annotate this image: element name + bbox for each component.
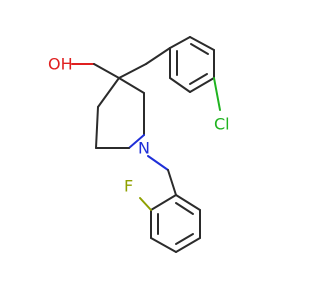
- bond-c3-c2: [118, 77, 145, 94]
- bond-ch2-c3: [93, 63, 120, 79]
- benzene-bond: [169, 36, 191, 49]
- benzene-bond: [175, 237, 201, 253]
- bond-ch2-ring: [145, 47, 171, 65]
- hydroxymethyl-group: [71, 63, 120, 79]
- bond-c4-c3: [97, 77, 120, 108]
- benzene-inner-bond: [189, 73, 208, 85]
- bond-n-c6: [128, 134, 145, 149]
- benzene-inner-bond: [190, 43, 209, 55]
- chlorobenzyl-group: [118, 36, 221, 111]
- fluorobenzyl-group: [139, 155, 201, 253]
- bond-c5-c4: [95, 106, 99, 149]
- benzene-bond: [189, 77, 215, 93]
- bond-n-ch2: [147, 155, 169, 171]
- fluorine-label: F: [124, 177, 133, 196]
- benzene-inner-bond: [175, 233, 194, 245]
- nitrogen-label: N: [138, 139, 150, 158]
- chlorine-label: Cl: [214, 115, 230, 134]
- bond-c-f: [139, 197, 152, 211]
- bond-ch2-ring: [167, 169, 177, 196]
- structure-diagram: OH N Cl F: [48, 36, 230, 253]
- hydroxyl-label: OH: [48, 55, 73, 74]
- piperidine-ring: [95, 77, 145, 149]
- benzene-inner-bond: [175, 202, 194, 215]
- benzene-bond: [169, 77, 191, 93]
- benzene-bond: [150, 237, 177, 253]
- benzene-bond: [175, 194, 201, 211]
- bond-c-cl: [213, 77, 221, 111]
- benzene-bond: [150, 194, 177, 211]
- benzene-bond: [189, 36, 215, 51]
- bond-c3-ch2: [118, 63, 147, 79]
